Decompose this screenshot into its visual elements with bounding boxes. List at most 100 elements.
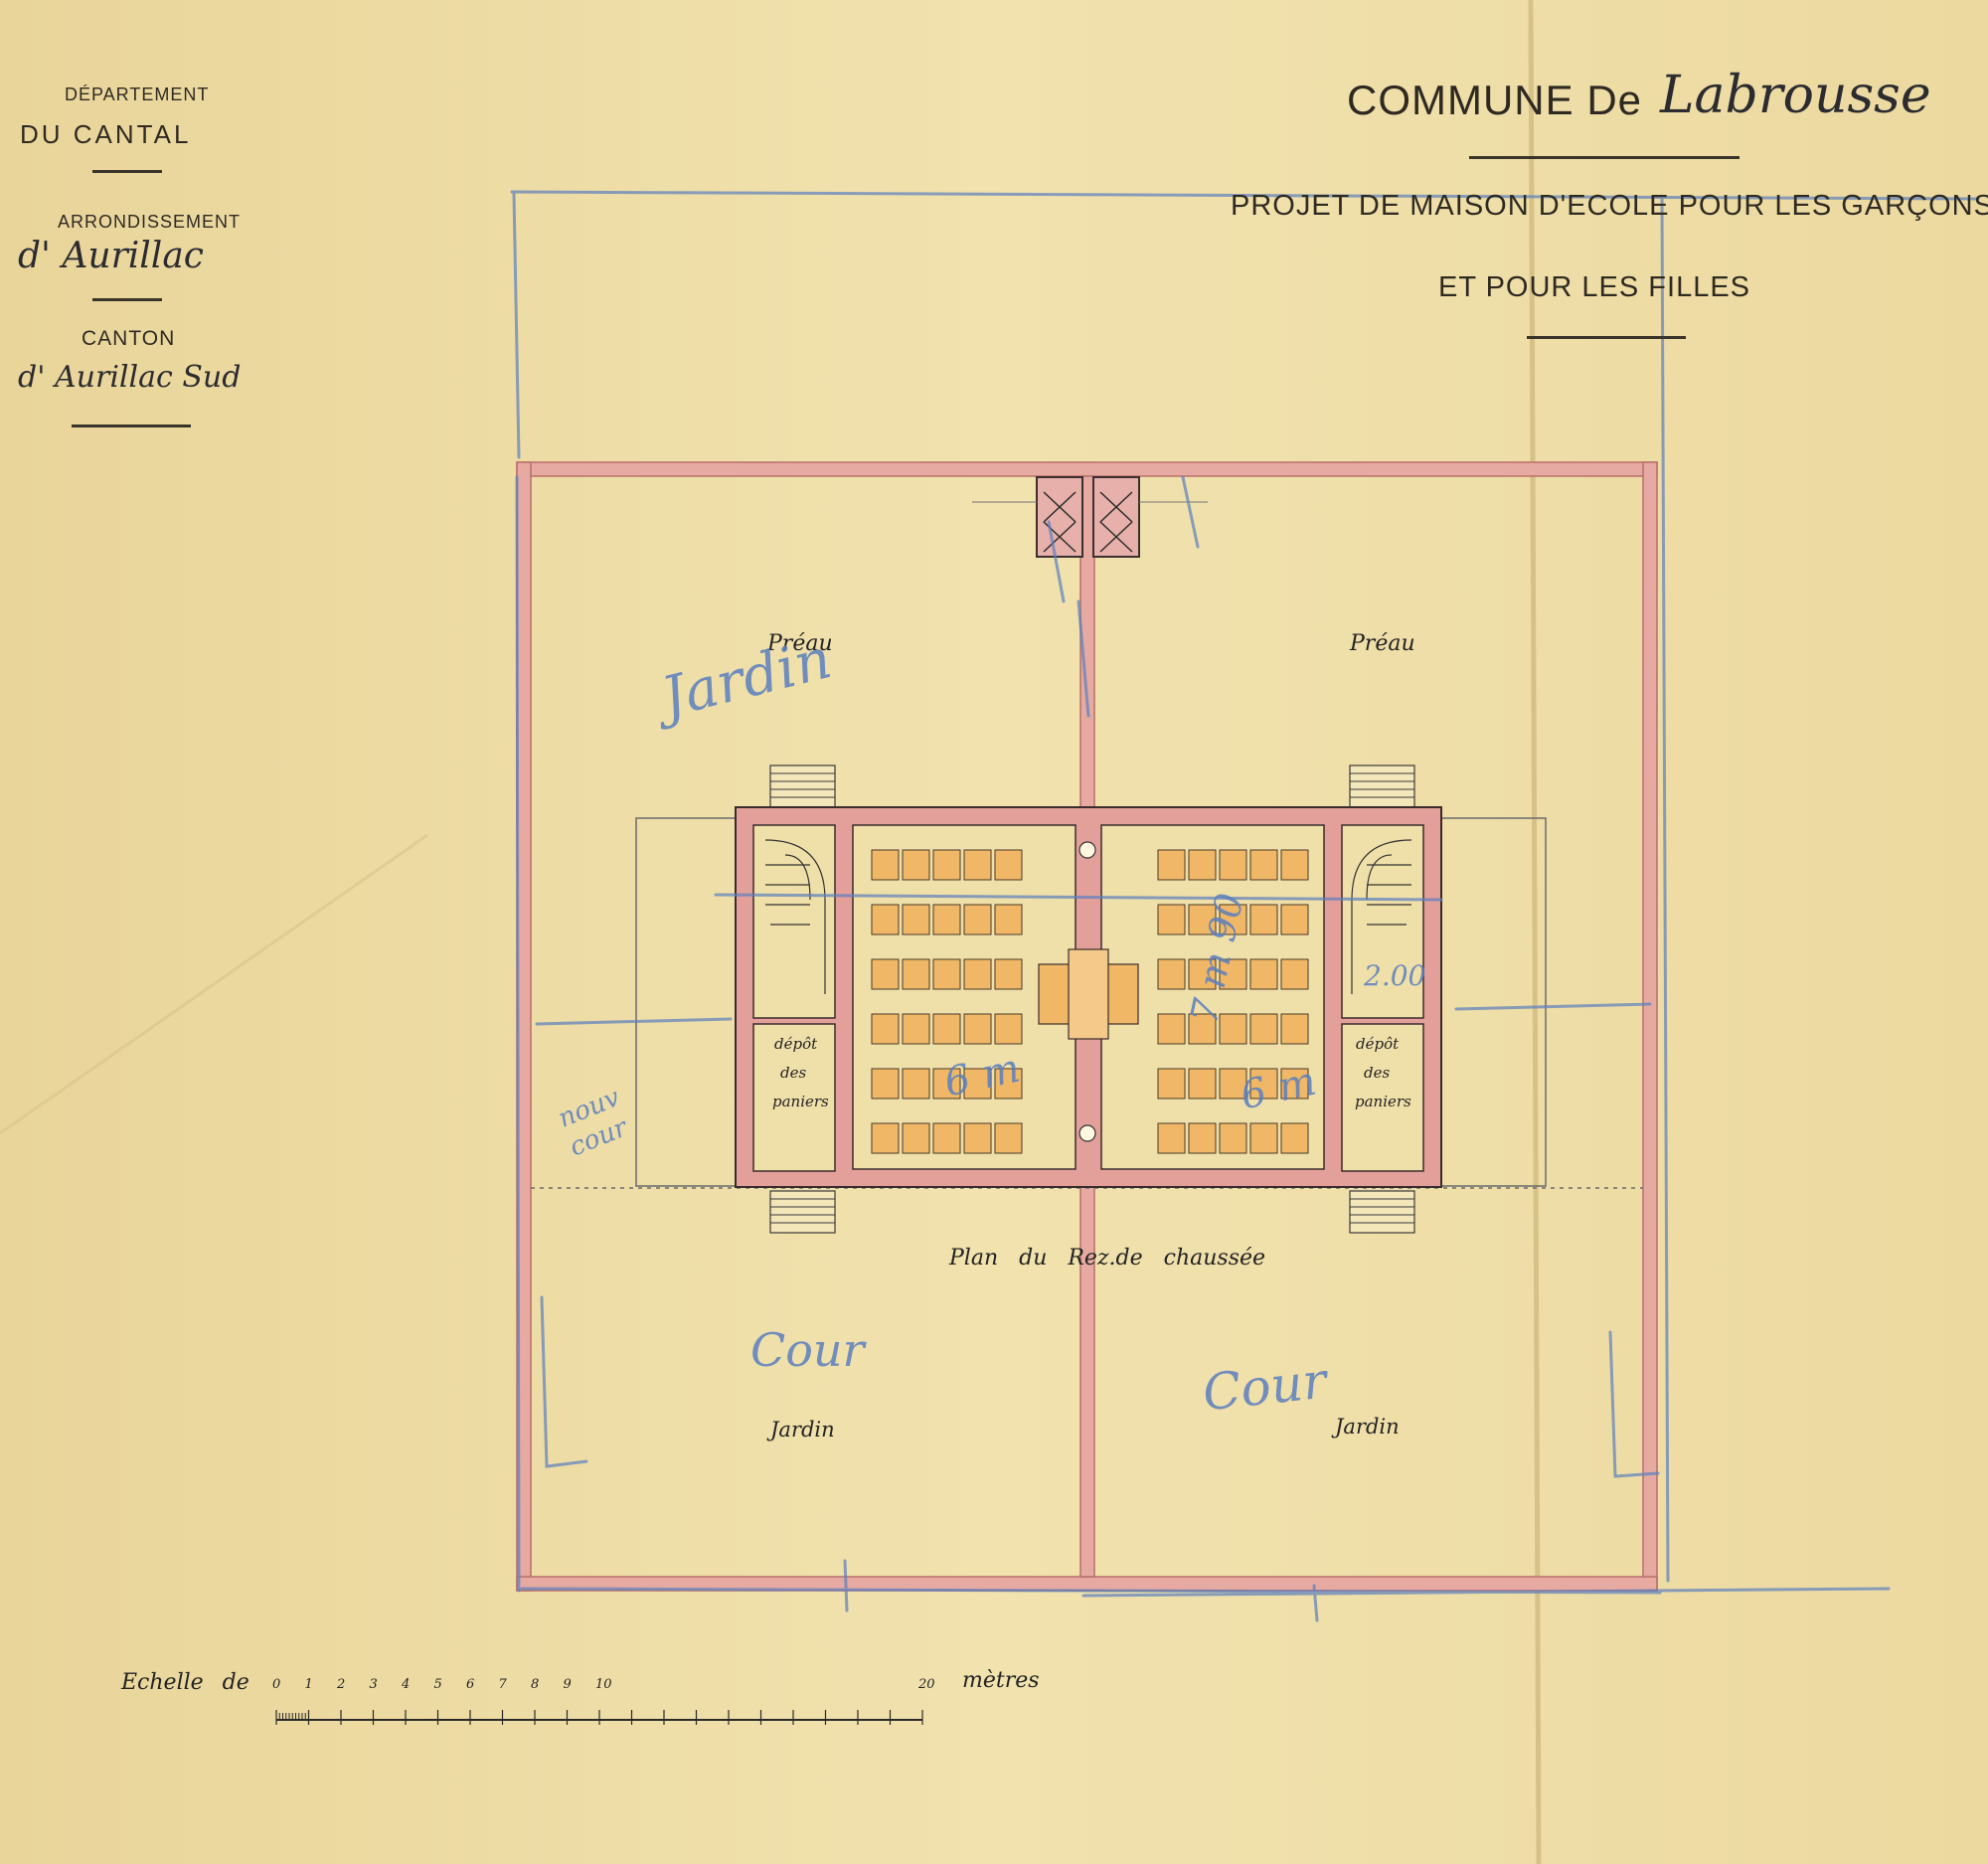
desk <box>994 904 1023 935</box>
desk <box>1157 1068 1186 1100</box>
desk <box>994 958 1023 990</box>
desk <box>963 1013 992 1045</box>
desk <box>1280 1122 1309 1154</box>
blue-pencil-sketch <box>510 190 1980 1622</box>
title-rule-2 <box>1527 336 1686 339</box>
desk <box>902 1068 930 1100</box>
desk <box>932 1068 961 1100</box>
desk-grid-boys <box>871 849 1023 1154</box>
stair-hall-left <box>752 824 836 1019</box>
column-bottom <box>1078 1124 1096 1142</box>
desk <box>1188 1013 1217 1045</box>
label-jardin-right: Jardin <box>1335 1415 1400 1439</box>
step-treads <box>770 772 1414 1224</box>
desk <box>1188 904 1217 935</box>
desk <box>1249 1122 1278 1154</box>
commune-prefix: COMMUNE De <box>1347 77 1643 123</box>
label-jardin-left: Jardin <box>770 1418 835 1441</box>
scale-tick-label: 2 <box>337 1677 346 1692</box>
canton-label: CANTON <box>82 327 176 350</box>
desk <box>963 1068 992 1100</box>
scale-tick-label: 8 <box>531 1677 540 1692</box>
commune-name: Labrousse <box>1660 66 1931 125</box>
desk <box>1188 1122 1217 1154</box>
depot-left-line3: paniers <box>772 1093 829 1110</box>
desk <box>1280 958 1309 990</box>
scale-tick-label: 9 <box>563 1677 572 1692</box>
treads-north-left <box>770 772 835 798</box>
desk <box>1188 1068 1217 1100</box>
blue-ticks <box>843 475 1319 1622</box>
desk <box>1188 958 1217 990</box>
header-rule-1 <box>92 170 162 173</box>
desk <box>1219 1013 1247 1045</box>
desk-grid-girls <box>1157 849 1309 1154</box>
desk <box>994 1068 1023 1100</box>
desk <box>871 1068 900 1100</box>
depot-room-right <box>1341 1023 1424 1172</box>
boundary-wall-top <box>516 461 1658 477</box>
desk <box>1280 1013 1309 1045</box>
department-name: DU CANTAL <box>20 119 192 149</box>
desk <box>1157 849 1186 881</box>
desk <box>1157 904 1186 935</box>
desk <box>871 1122 900 1154</box>
arrondissement-name: d' Aurillac <box>18 236 204 276</box>
blue-line-left <box>535 1017 733 1026</box>
scale-tick-label: 7 <box>498 1677 507 1692</box>
desk <box>932 958 961 990</box>
desk <box>1219 904 1247 935</box>
header-rule-3 <box>72 424 191 427</box>
depot-left-line2: des <box>780 1064 807 1082</box>
desk <box>932 1122 961 1154</box>
school-building <box>735 806 1442 1188</box>
treads-south-left <box>770 1198 835 1224</box>
blue-cabin-right <box>1608 1330 1660 1478</box>
depot-right-line3: paniers <box>1355 1093 1411 1110</box>
desk <box>1157 1013 1186 1045</box>
desk <box>1249 1068 1278 1100</box>
desk <box>963 904 992 935</box>
desk <box>932 849 961 881</box>
spiral-stair-right <box>1351 839 1412 994</box>
desk <box>871 1013 900 1045</box>
desk <box>902 1122 930 1154</box>
latrine-left-seats <box>1043 491 1077 553</box>
title-line-1: PROJET DE MAISON D'ECOLE POUR LES GARÇON… <box>1231 190 1988 222</box>
title-line-2: ET POUR LES FILLES <box>1438 271 1751 303</box>
desk <box>1280 849 1309 881</box>
scale-unit: mètres <box>962 1668 1040 1693</box>
desk <box>1280 1068 1309 1100</box>
scale-bar <box>275 1710 923 1725</box>
desk <box>902 904 930 935</box>
desk <box>963 1122 992 1154</box>
steps-north-left <box>769 764 836 809</box>
column-top <box>1078 841 1096 859</box>
latrines <box>972 476 1208 558</box>
latrine-right-seats <box>1099 491 1133 553</box>
plan-caption: Plan du Rez.de chaussée <box>949 1246 1266 1271</box>
desk <box>1219 1068 1247 1100</box>
stove-center <box>1068 948 1109 1040</box>
department-label: DÉPARTEMENT <box>65 85 210 104</box>
blue-line-middle <box>714 893 1443 902</box>
desk <box>902 958 930 990</box>
annotation-cour-right: Cour <box>1200 1351 1330 1423</box>
scale-tick-label: 3 <box>369 1677 378 1692</box>
depot-right-line1: dépôt <box>1356 1035 1400 1053</box>
scale-tick-label: 1 <box>304 1677 313 1692</box>
paper-fold-vertical <box>1528 0 1542 1864</box>
boundary-wall-right <box>1642 461 1658 1592</box>
canton-name: d' Aurillac Sud <box>18 360 242 395</box>
annotation-dim-small: 2.00 <box>1364 959 1426 992</box>
steps-south-left <box>769 1190 836 1234</box>
label-preau-left: Préau <box>767 631 833 656</box>
desk <box>932 1013 961 1045</box>
blue-enclosure-left <box>512 192 521 1593</box>
desk <box>994 1013 1023 1045</box>
desk <box>1219 1122 1247 1154</box>
desk <box>994 1122 1023 1154</box>
desk <box>1249 1013 1278 1045</box>
arrondissement-label: ARRONDISSEMENT <box>58 212 242 232</box>
